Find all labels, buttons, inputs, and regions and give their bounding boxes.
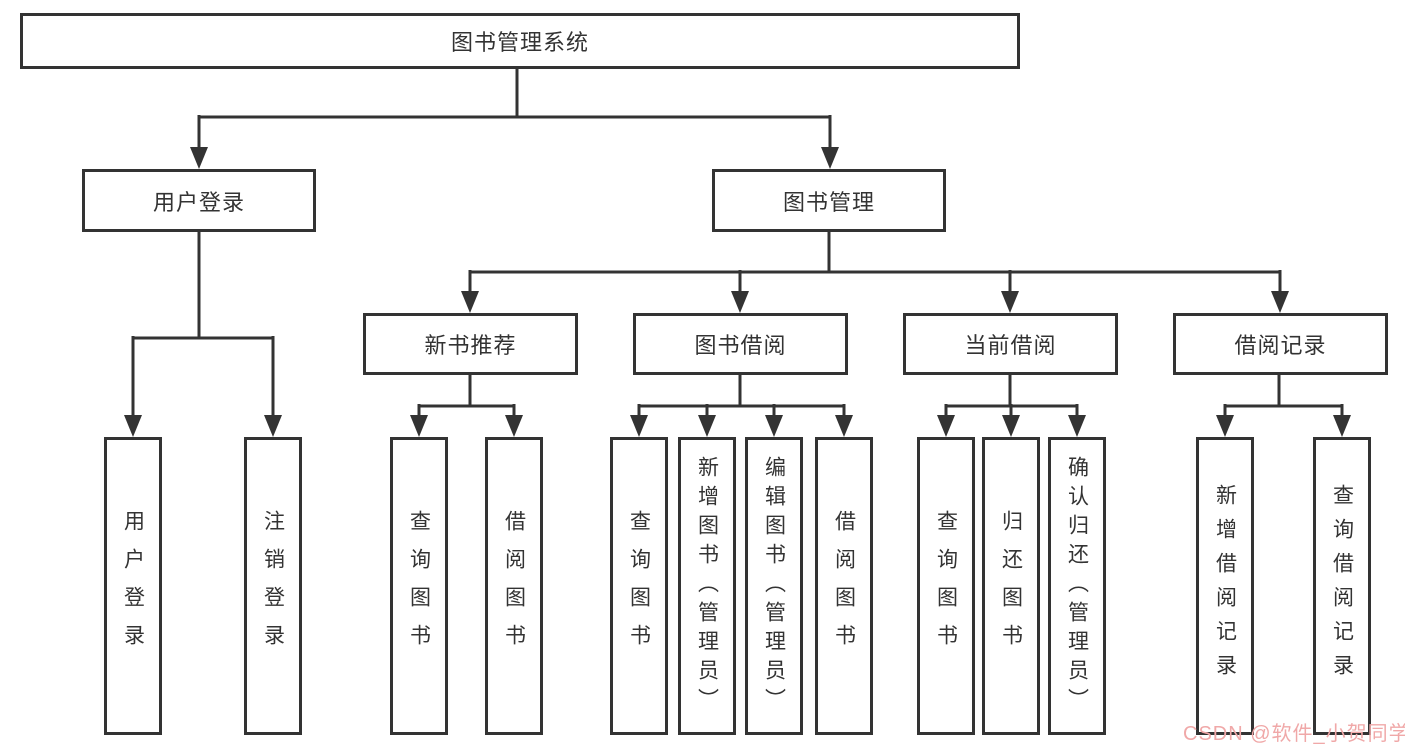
leaf-add-borrow-record-label: 新增借阅记录 bbox=[1213, 484, 1237, 688]
leaf-logout: 注销登录 bbox=[244, 437, 302, 735]
node-user-login: 用户登录 bbox=[82, 169, 316, 232]
leaf-borrow-books-label: 借阅图书 bbox=[832, 510, 856, 662]
node-current-borrow: 当前借阅 bbox=[903, 313, 1118, 375]
leaf-return-book: 归还图书 bbox=[982, 437, 1040, 735]
leaf-return-book-label: 归还图书 bbox=[999, 510, 1023, 662]
leaf-logout-label: 注销登录 bbox=[261, 510, 285, 662]
node-borrow-records: 借阅记录 bbox=[1173, 313, 1388, 375]
leaf-add-book-admin-label: 新增图书（管理员） bbox=[695, 455, 719, 717]
node-root: 图书管理系统 bbox=[20, 13, 1020, 69]
leaf-query-books-recommend: 查询图书 bbox=[390, 437, 448, 735]
csdn-watermark: CSDN @软件_小贺同学 bbox=[1183, 723, 1405, 745]
node-book-management: 图书管理 bbox=[712, 169, 946, 232]
leaf-confirm-return-admin-label: 确认归还（管理员） bbox=[1065, 455, 1089, 717]
leaf-query-books-current-label: 查询图书 bbox=[934, 510, 958, 662]
leaf-user-login: 用户登录 bbox=[104, 437, 162, 735]
connector-strokes bbox=[131, 69, 1344, 415]
arrowheads bbox=[124, 147, 1351, 437]
leaf-edit-book-admin: 编辑图书（管理员） bbox=[745, 437, 803, 735]
leaf-borrow-books-recommend-label: 借阅图书 bbox=[502, 510, 526, 662]
leaf-query-borrow-record: 查询借阅记录 bbox=[1313, 437, 1371, 735]
leaf-query-books-current: 查询图书 bbox=[917, 437, 975, 735]
leaf-add-book-admin: 新增图书（管理员） bbox=[678, 437, 736, 735]
node-new-book-recommend: 新书推荐 bbox=[363, 313, 578, 375]
leaf-query-books-borrow-label: 查询图书 bbox=[627, 510, 651, 662]
leaf-borrow-books-recommend: 借阅图书 bbox=[485, 437, 543, 735]
leaf-edit-book-admin-label: 编辑图书（管理员） bbox=[762, 455, 786, 717]
leaf-query-books-borrow: 查询图书 bbox=[610, 437, 668, 735]
leaf-user-login-label: 用户登录 bbox=[121, 510, 145, 662]
node-book-borrow: 图书借阅 bbox=[633, 313, 848, 375]
leaf-borrow-books: 借阅图书 bbox=[815, 437, 873, 735]
leaf-add-borrow-record: 新增借阅记录 bbox=[1196, 437, 1254, 735]
leaf-query-borrow-record-label: 查询借阅记录 bbox=[1330, 484, 1354, 688]
leaf-confirm-return-admin: 确认归还（管理员） bbox=[1048, 437, 1106, 735]
leaf-query-books-recommend-label: 查询图书 bbox=[407, 510, 431, 662]
